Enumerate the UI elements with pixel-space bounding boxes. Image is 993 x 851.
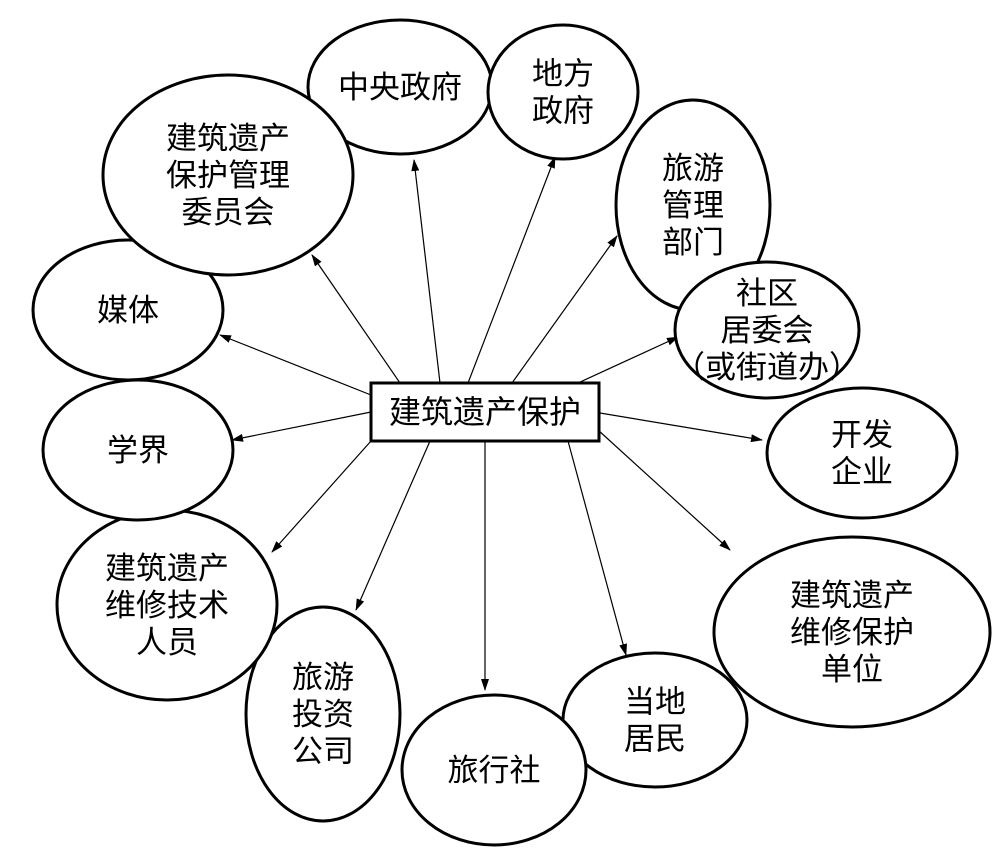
label-local-residents-line-0: 当地 — [624, 685, 686, 721]
ellipse-media — [31, 238, 225, 382]
label-travel-agency-line-0: 旅行社 — [448, 753, 541, 789]
node-travel-agency: 旅行社 — [400, 693, 588, 847]
label-community-committee-line-2: （或街道办） — [674, 350, 860, 386]
node-media: 媒体 — [31, 238, 225, 382]
label-tourism-department-line-0: 旅游 — [662, 151, 724, 187]
label-academia-line-0: 学界 — [107, 433, 169, 469]
label-community-committee-line-1: 居委会 — [721, 313, 814, 349]
label-heritage-committee-line-0: 建筑遗产 — [166, 121, 290, 157]
arrow-to-academia — [231, 411, 372, 442]
ellipse-travel-agency — [400, 693, 588, 847]
label-tourism-investment-line-0: 旅游 — [292, 660, 354, 696]
arrow-to-central-government — [411, 159, 441, 384]
label-tourism-department-line-1: 管理 — [662, 188, 724, 224]
arrow-to-local-government — [467, 156, 556, 384]
arrow-to-developer — [599, 412, 763, 443]
arrow-to-local-residents — [567, 440, 627, 656]
label-repair-unit-line-1: 维修保护 — [790, 615, 914, 651]
label-repair-unit-line-0: 建筑遗产 — [790, 578, 914, 614]
label-developer-line-1: 企业 — [831, 455, 893, 491]
center-node: 建筑遗产保护 — [369, 381, 601, 443]
arrow-group — [219, 156, 763, 691]
label-heritage-committee-line-2: 委员会 — [182, 195, 275, 231]
arrow-to-community-committee — [577, 336, 679, 384]
label-tourism-investment-line-1: 投资 — [292, 697, 354, 733]
label-local-government-line-1: 政府 — [532, 94, 594, 130]
label-media-line-0: 媒体 — [97, 293, 159, 329]
arrow-to-tourism-department — [511, 235, 618, 384]
ellipse-tourism-investment — [244, 605, 402, 823]
arrow-to-heritage-committee — [311, 254, 401, 384]
label-heritage-committee-line-1: 保护管理 — [166, 158, 290, 194]
ellipse-heritage-committee — [101, 73, 355, 277]
ellipse-developer — [765, 386, 959, 520]
arrow-to-repair-unit — [597, 429, 731, 551]
label-local-residents-line-1: 居民 — [624, 722, 686, 758]
label-repair-technicians-line-0: 建筑遗产 — [105, 551, 229, 587]
ellipse-community-committee — [673, 260, 861, 400]
node-academia: 学界 — [41, 378, 235, 522]
label-central-government-line-0: 中央政府 — [338, 70, 462, 106]
label-community-committee-line-0: 社区 — [736, 276, 798, 312]
label-repair-technicians-line-1: 维修技术 — [105, 588, 229, 624]
label-tourism-investment-line-2: 公司 — [292, 734, 354, 770]
label-developer-line-0: 开发 — [831, 418, 893, 454]
center-box — [369, 381, 601, 443]
label-tourism-department-line-2: 部门 — [662, 225, 724, 261]
node-group: 中央政府地方政府旅游管理部门社区居委会（或街道办）开发企业建筑遗产维修保护单位当… — [31, 18, 992, 847]
node-central-government: 中央政府 — [306, 18, 494, 156]
ellipse-local-government — [486, 23, 640, 161]
arrow-to-media — [219, 334, 372, 396]
arrow-to-tourism-investment — [355, 440, 431, 611]
label-repair-technicians-line-2: 人员 — [136, 625, 198, 661]
center-label: 建筑遗产保护 — [389, 393, 581, 431]
label-repair-unit-line-2: 单位 — [821, 652, 883, 688]
arrow-to-repair-technicians — [271, 440, 372, 553]
label-local-government-line-0: 地方 — [532, 57, 594, 93]
ellipse-repair-unit — [712, 535, 992, 729]
